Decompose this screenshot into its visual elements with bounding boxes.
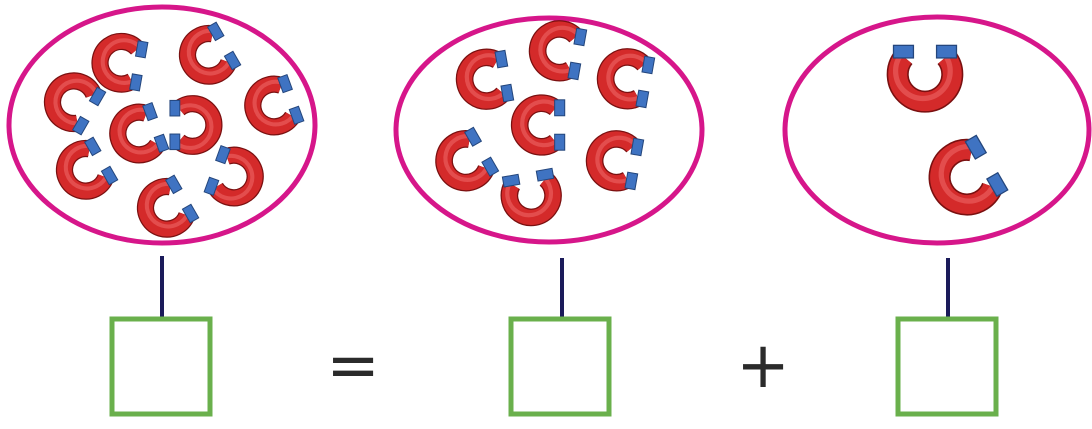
plus-sign: + [736, 329, 790, 403]
group-part-b-answer-box[interactable] [895, 316, 999, 417]
group-part-b [782, 14, 1092, 417]
group-part-a [393, 18, 705, 417]
group-part-b-ellipse [782, 14, 1092, 246]
equals-sign: = [326, 329, 380, 403]
group-total [6, 4, 318, 417]
group-total-answer-box[interactable] [109, 316, 213, 417]
group-part-a-answer-box[interactable] [508, 316, 612, 417]
